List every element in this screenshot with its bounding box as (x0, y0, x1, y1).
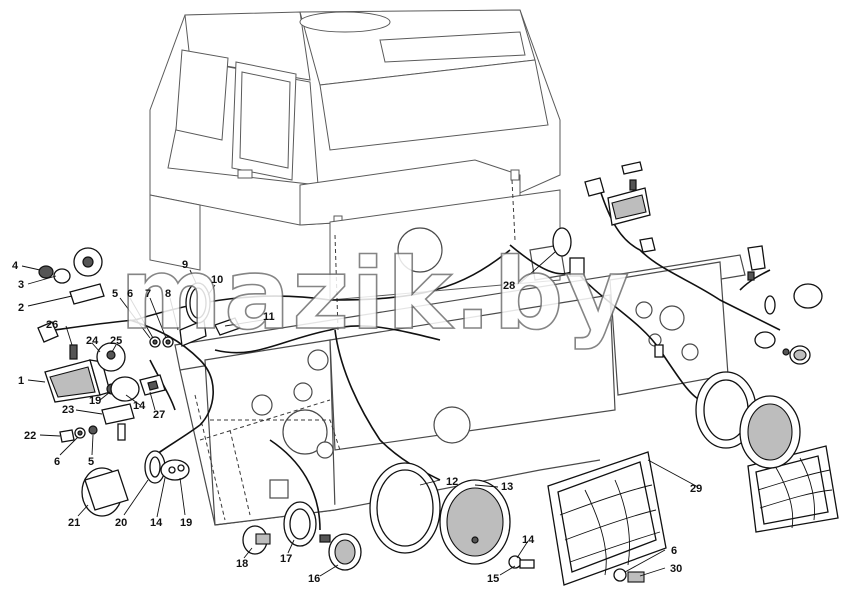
callout-2: 2 (18, 302, 24, 314)
callout-22: 22 (24, 430, 36, 442)
callout-8: 8 (165, 288, 171, 300)
callout-labels: 1 2 3 4 5 5 6 6 6 7 8 9 10 11 12 13 14 1… (12, 259, 702, 585)
callout-14-lower: 14 (150, 517, 163, 529)
callout-16: 16 (308, 573, 320, 585)
right-parts (552, 161, 823, 469)
callout-14-right: 14 (522, 534, 535, 546)
callout-18: 18 (236, 558, 248, 570)
callout-14: 14 (133, 400, 146, 412)
callout-23: 23 (62, 404, 74, 416)
callout-9: 9 (182, 259, 188, 271)
callout-17: 17 (280, 553, 292, 565)
callout-7: 7 (145, 288, 151, 300)
left-parts (37, 247, 241, 517)
callout-24: 24 (86, 335, 99, 347)
callout-29: 29 (690, 483, 702, 495)
protective-grilles (547, 445, 839, 586)
callout-5-lower: 5 (88, 456, 94, 468)
truck-cab (149, 9, 561, 301)
callout-30: 30 (670, 563, 682, 575)
callout-26: 26 (46, 319, 58, 331)
callout-28: 28 (503, 280, 515, 292)
leader-lines (21, 251, 699, 577)
callout-13: 13 (501, 481, 513, 493)
callout-19: 19 (89, 395, 101, 407)
callout-10: 10 (211, 274, 223, 286)
callout-5: 5 (112, 288, 118, 300)
callout-19-lower: 19 (180, 517, 192, 529)
callout-1: 1 (18, 375, 24, 387)
callout-21: 21 (68, 517, 80, 529)
callout-20: 20 (115, 517, 127, 529)
watermark-text: mazik.by (120, 238, 631, 352)
callout-3: 3 (18, 279, 24, 291)
bottom-parts (242, 462, 645, 583)
callout-6: 6 (127, 288, 133, 300)
hidden-lines (194, 179, 516, 521)
callout-6-right: 6 (671, 545, 677, 557)
callout-6-lower: 6 (54, 456, 60, 468)
callout-15: 15 (487, 573, 499, 585)
callout-4: 4 (12, 260, 19, 272)
callout-12: 12 (446, 476, 458, 488)
callout-25: 25 (110, 335, 122, 347)
callout-27: 27 (153, 409, 165, 421)
callout-11: 11 (263, 311, 275, 323)
